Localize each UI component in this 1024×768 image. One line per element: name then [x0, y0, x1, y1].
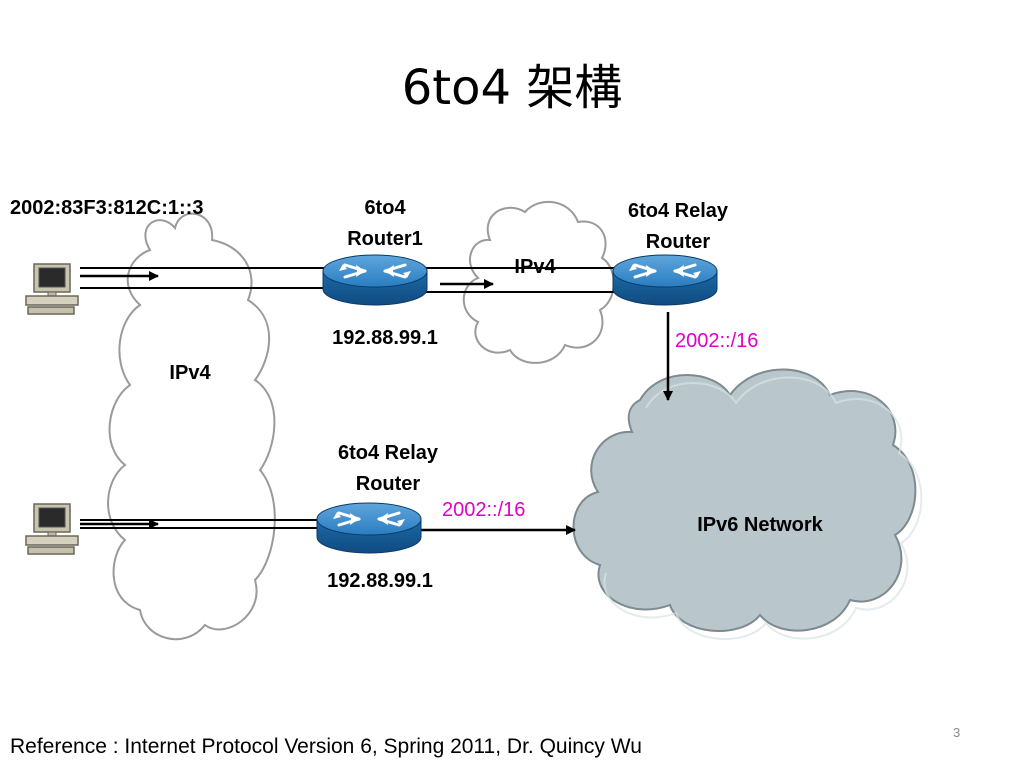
ipv6-cloud	[572, 368, 923, 640]
prefix-bottom-label: 2002::/16	[442, 499, 526, 521]
ipv4-cloud-small	[462, 200, 615, 364]
relay-router-bottom-ip-label: 192.88.99.1	[327, 570, 433, 592]
relay-router-bottom-label-line2: Router	[355, 473, 421, 495]
link-lines	[80, 267, 625, 529]
flow-arrows	[80, 271, 673, 535]
prefix-top-label: 2002::/16	[675, 330, 759, 352]
relay-router-bottom-label: 6to4 Relay Router	[308, 438, 468, 500]
relay-router-bottom-icon	[315, 501, 423, 555]
relay-router-top-label-line1: 6to4 Relay	[627, 200, 729, 222]
router1-label-line1: 6to4	[364, 197, 406, 219]
ipv4-cloud-left	[107, 212, 276, 641]
slide-title: 6to4 架構	[401, 60, 623, 116]
host-address-label: 2002:83F3:812C:1::3	[10, 197, 204, 219]
ipv4-cloud-small-label: IPv4	[514, 256, 556, 278]
router1-ip-label: 192.88.99.1	[332, 327, 438, 349]
router1-icon	[321, 253, 429, 307]
ipv4-cloud-left-label: IPv4	[169, 362, 211, 384]
router1-label: 6to4 Router1	[320, 193, 450, 255]
relay-router-top-label-line2: Router	[645, 231, 711, 253]
relay-router-bottom-label-line1: 6to4 Relay	[337, 442, 439, 464]
reference-footer: Reference : Internet Protocol Version 6,…	[10, 735, 642, 758]
host-computer-top	[25, 263, 79, 315]
relay-router-top-label: 6to4 Relay Router	[598, 196, 758, 258]
page-number: 3	[953, 725, 961, 740]
host-computer-bottom	[25, 503, 79, 555]
ipv6-cloud-label: IPv6 Network	[697, 514, 823, 536]
router1-label-line2: Router1	[347, 228, 423, 250]
relay-router-top-icon	[611, 253, 719, 307]
